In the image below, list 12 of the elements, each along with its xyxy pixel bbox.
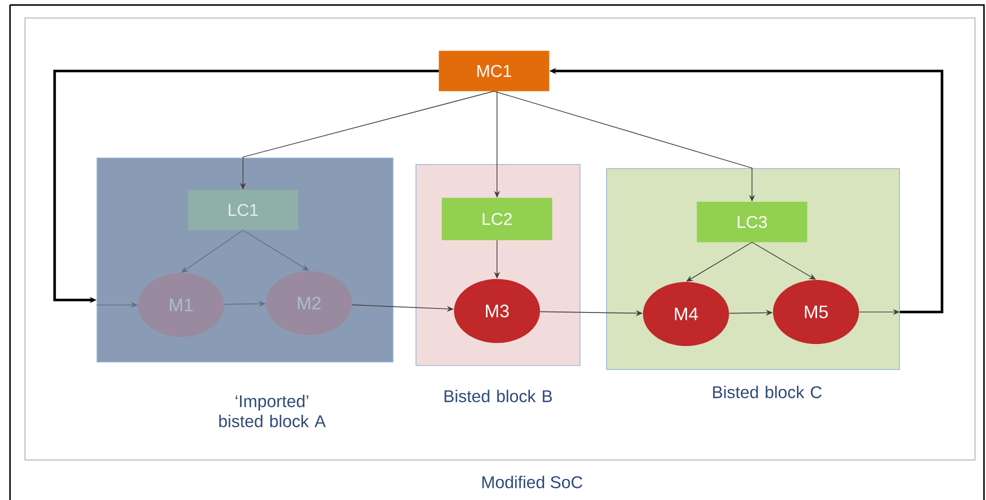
arrow xyxy=(752,242,816,280)
arrow xyxy=(686,242,752,282)
arrow xyxy=(242,230,309,271)
arrow xyxy=(181,230,244,273)
controller-box: LC3 xyxy=(696,202,808,242)
node-label: Bisted block B xyxy=(444,390,552,402)
node-label: ‘Imported’ bisted block A xyxy=(219,394,326,428)
controller-box: LC2 xyxy=(442,198,552,240)
controller-box: MC1 xyxy=(438,50,550,92)
node-label: Modified SoC xyxy=(482,476,582,488)
controller-box: LC1 xyxy=(188,190,298,230)
node-label: Bisted block C xyxy=(713,386,822,398)
